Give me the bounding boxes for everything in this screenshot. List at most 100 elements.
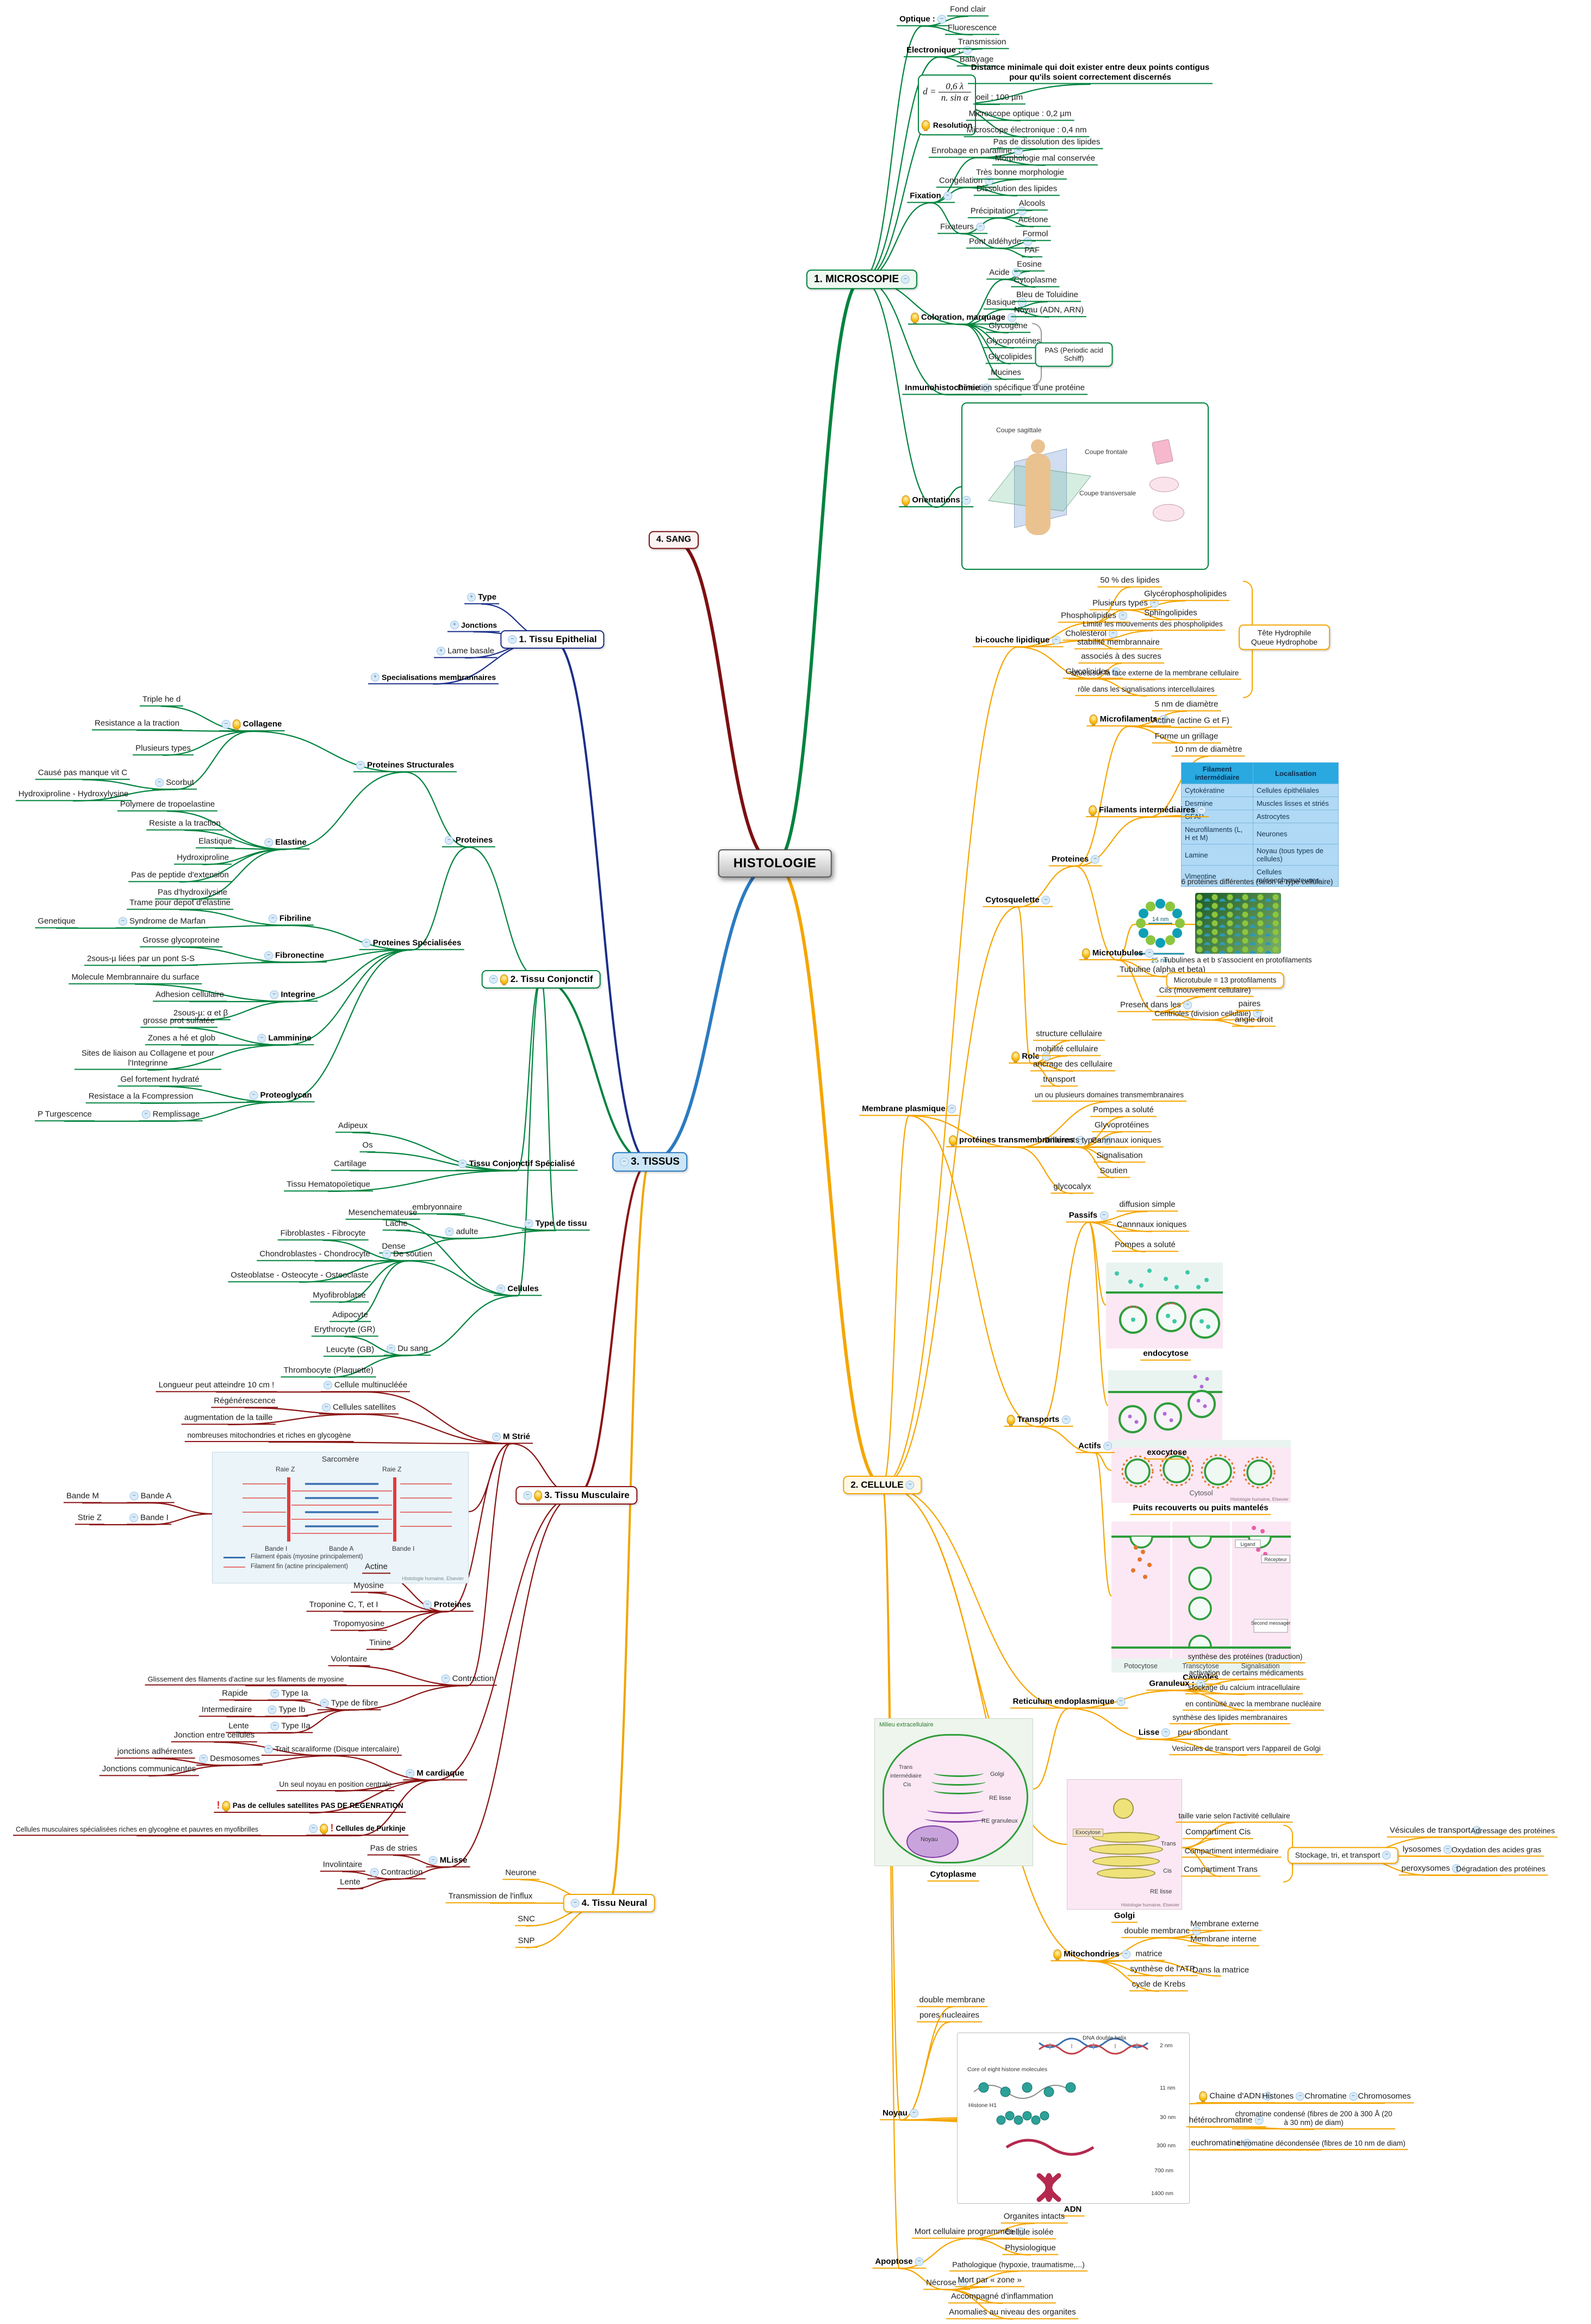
node-proteines-tc[interactable]: −Proteines — [442, 835, 496, 847]
node-anomalies[interactable]: Anomalies au niveau des organites — [946, 2307, 1079, 2319]
node-pompes-solute-t[interactable]: Pompes a soluté — [1090, 1105, 1157, 1117]
collapse-icon[interactable]: − — [1242, 2139, 1252, 2148]
node-elastine[interactable]: −Elastine — [262, 837, 309, 849]
node-jonction-entre-cellules[interactable]: Jonction entre cellules — [171, 1730, 258, 1742]
node-transports[interactable]: Transports− — [1004, 1415, 1073, 1427]
collapse-icon[interactable]: − — [1041, 896, 1051, 905]
collapse-icon[interactable]: − — [118, 917, 127, 926]
node-tissu-musculaire[interactable]: −3. Tissu Musculaire — [515, 1486, 637, 1505]
node-type-fibre[interactable]: −Type de fibre — [317, 1698, 381, 1710]
collapse-icon[interactable]: − — [1017, 207, 1027, 216]
node-prot-trans[interactable]: protéines transmembranaires− — [946, 1135, 1087, 1147]
node-microfilaments[interactable]: Microfilaments− — [1086, 714, 1171, 726]
node-tissus[interactable]: −3. TISSUS — [612, 1152, 687, 1172]
node-tropomyosine[interactable]: Tropomyosine — [330, 1619, 388, 1631]
collapse-icon[interactable]: − — [905, 1480, 915, 1489]
collapse-icon[interactable]: − — [962, 496, 971, 505]
collapse-icon[interactable]: − — [975, 222, 985, 232]
node-micro-optique[interactable]: Microscope optique : 0,2 µm — [966, 109, 1074, 121]
node-glycolipides-col[interactable]: Glycolipides — [985, 352, 1035, 364]
node-embryonnaire[interactable]: embryonnaire — [409, 1202, 465, 1214]
node-fil-inter[interactable]: Filaments intermédiaires− — [1086, 805, 1209, 817]
collapse-icon[interactable]: − — [1016, 2227, 1025, 2236]
node-structure-cell[interactable]: structure cellulaire — [1033, 1029, 1105, 1041]
node-p-turgescence[interactable]: P Turgescence — [35, 1109, 95, 1121]
node-stockage-box[interactable]: Stockage, tri, et transport− — [1287, 1847, 1399, 1864]
node-tissu-conjonctif[interactable]: −2. Tissu Conjonctif — [481, 970, 601, 989]
collapse-icon[interactable]: − — [264, 1745, 273, 1754]
node-plusieurs-types-col[interactable]: Plusieurs types — [133, 743, 194, 755]
node-chaine-adn[interactable]: Chaine d'ADN− — [1196, 2091, 1275, 2103]
node-puits-cap[interactable]: Puits recouverts ou puits mantelés — [1130, 1503, 1271, 1515]
node-taille-varie[interactable]: taille varie selon l'activité cellulaire — [1176, 1812, 1293, 1823]
node-mitochondries[interactable]: Mitochondries− — [1051, 1949, 1133, 1961]
collapse-icon[interactable]: − — [422, 1600, 432, 1610]
node-membrane-externe[interactable]: Membrane externe — [1188, 1919, 1261, 1931]
node-pas-hydroxilysine[interactable]: Pas d'hydroxilysine — [155, 887, 230, 899]
expand-icon[interactable]: + — [370, 673, 380, 682]
node-differents-types[interactable]: Differents types− — [1042, 1135, 1115, 1147]
node-cellule[interactable]: 2. CELLULE− — [843, 1475, 922, 1495]
node-tubuline-ab[interactable]: Tubuline (alpha et beta) — [1117, 965, 1208, 977]
collapse-icon[interactable]: − — [406, 1769, 415, 1778]
node-contraction-lisse[interactable]: −Contraction — [367, 1867, 426, 1879]
node-marfan[interactable]: −Syndrome de Marfan — [115, 916, 209, 928]
node-cytoplasme-cap[interactable]: Cytoplasme — [927, 1869, 979, 1881]
node-tete-hydrophile[interactable]: Tête Hydrophile Queue Hydrophobe — [1239, 624, 1330, 650]
node-remplissage[interactable]: −Remplissage — [139, 1109, 203, 1121]
node-synthese-atp[interactable]: synthèse de l'ATP — [1127, 1964, 1198, 1976]
node-precipitation[interactable]: Précipitation− — [967, 206, 1029, 218]
node-vesicules-golgi[interactable]: Vesicules de transport vers l'appareil d… — [1169, 1744, 1323, 1755]
node-mobilite-cell[interactable]: mobilité cellulaire — [1033, 1044, 1101, 1056]
node-bande-m[interactable]: Bande M — [63, 1491, 102, 1503]
node-phospholipides[interactable]: Phospholipides− — [1058, 611, 1130, 623]
node-bleu-toluidine[interactable]: Bleu de Toluidine — [1014, 290, 1081, 302]
collapse-icon[interactable]: − — [444, 836, 453, 845]
node-mort-programmee[interactable]: Mort cellulaire programmée− — [911, 2227, 1028, 2239]
node-pas-peptide[interactable]: Pas de peptide d'extension — [128, 870, 232, 882]
collapse-icon[interactable]: − — [570, 1898, 580, 1907]
node-comp-cis[interactable]: Compartiment Cis — [1182, 1827, 1254, 1839]
node-adipocyte[interactable]: Adipocyte — [330, 1310, 371, 1322]
node-diffusion-simple[interactable]: diffusion simple — [1116, 1200, 1178, 1211]
node-bande-i-l[interactable]: −Bande I — [127, 1513, 171, 1525]
collapse-icon[interactable]: − — [508, 635, 517, 644]
node-sphingolipides[interactable]: Sphingolipides — [1141, 608, 1200, 620]
node-volontaire[interactable]: Volontaire — [328, 1654, 370, 1666]
node-tinine[interactable]: Tinine — [366, 1638, 394, 1650]
node-plusieurs-types-pl[interactable]: Plusieurs types− — [1090, 598, 1161, 610]
node-signalisation-t[interactable]: Signalisation — [1093, 1151, 1146, 1163]
collapse-icon[interactable]: − — [129, 1492, 139, 1501]
node-continuite-membrane[interactable]: en continuité avec la membrane nucléaire — [1183, 1700, 1324, 1711]
node-adressage[interactable]: Adressage des protéines — [1468, 1826, 1558, 1837]
node-orientations[interactable]: Orientations− — [899, 495, 974, 507]
collapse-icon[interactable]: − — [1111, 667, 1121, 676]
node-intermediraire[interactable]: Intermediraire — [198, 1705, 255, 1717]
node-dissolution-lipides[interactable]: Dissolution des lipides — [973, 184, 1060, 196]
node-myosine[interactable]: Myosine — [351, 1581, 387, 1593]
node-erythrocyte[interactable]: Erythrocyte (GR) — [311, 1325, 378, 1337]
node-mucines[interactable]: Mucines — [988, 368, 1024, 380]
collapse-icon[interactable]: − — [489, 974, 498, 984]
node-ancrage-cell[interactable]: ancrage des cellulaire — [1030, 1059, 1115, 1071]
node-triple-helice[interactable]: Triple he d — [139, 694, 184, 706]
collapse-icon[interactable]: − — [496, 1284, 506, 1294]
node-physiologique[interactable]: Physiologique — [1002, 2243, 1059, 2255]
node-lisse[interactable]: Lisse− — [1135, 1728, 1173, 1739]
node-glycoproteines[interactable]: Glycoprotéines — [983, 336, 1044, 348]
node-type-epi[interactable]: +Type — [464, 592, 499, 604]
node-noyau-adn-arn[interactable]: Noyau (ADN, ARN) — [1011, 305, 1087, 317]
node-transmission[interactable]: Transmission — [955, 37, 1009, 49]
collapse-icon[interactable]: − — [1183, 1001, 1192, 1010]
node-tres-bonne-morpho[interactable]: Très bonne morphologie — [973, 167, 1067, 179]
node-molecule-membranaire[interactable]: Molecule Membrannaire du surface — [69, 972, 202, 984]
collapse-icon[interactable]: − — [309, 1824, 318, 1833]
node-integrine[interactable]: −Integrine — [267, 990, 318, 1002]
node-elastique[interactable]: Elastique — [196, 836, 235, 848]
node-matrice[interactable]: matrice — [1133, 1949, 1165, 1961]
node-transport-role[interactable]: transport — [1040, 1074, 1078, 1086]
expand-icon[interactable]: + — [467, 593, 476, 602]
node-eosine[interactable]: Eosine — [1014, 259, 1045, 271]
collapse-icon[interactable]: − — [1018, 298, 1027, 307]
node-associes-sucres[interactable]: associés à des sucres — [1078, 651, 1164, 663]
